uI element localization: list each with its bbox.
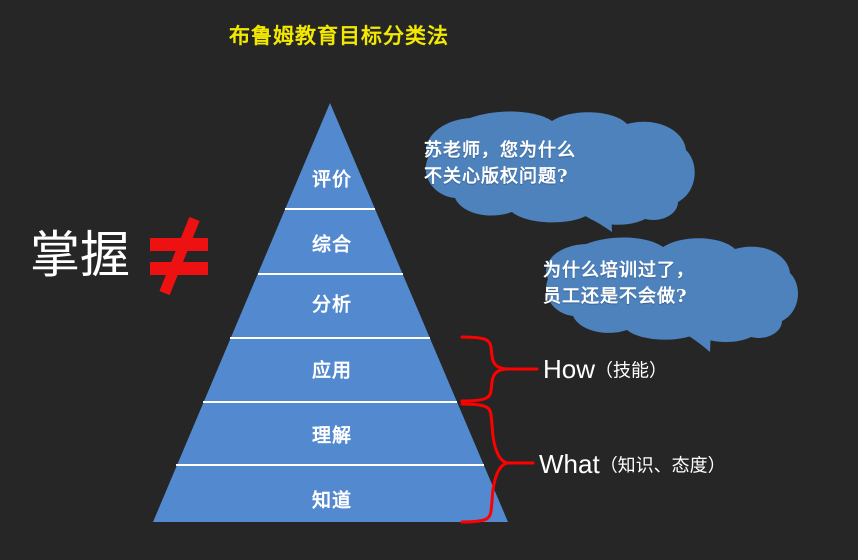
bracket-how	[460, 335, 539, 403]
bracket-label-what-en: What	[539, 449, 600, 479]
speech-bubble-2	[546, 237, 798, 352]
speech-bubble-2-text: 为什么培训过了， 员工还是不会做?	[543, 260, 695, 308]
page-title-text: 布鲁姆教育目标分类法	[229, 24, 449, 48]
bracket-label-what-cn: （知识、态度）	[599, 455, 726, 477]
speech-bubble-2-body	[546, 237, 798, 343]
speech-bubble-1-body	[425, 111, 695, 225]
not-equal-icon	[148, 216, 210, 296]
page-title: 布鲁姆教育目标分类法	[0, 20, 858, 50]
bracket-label-how-cn: （技能）	[595, 360, 668, 382]
speech-bubble-1	[425, 111, 695, 232]
pyramid-shape	[153, 103, 508, 522]
bracket-label-how-en: How	[543, 354, 596, 384]
mastery-group: 掌握	[30, 216, 210, 296]
bracket-label-how: How（技能）	[543, 354, 667, 385]
speech-bubble-1-text: 苏老师，您为什么 不关心版权问题?	[424, 140, 576, 188]
mastery-label: 掌握	[30, 226, 130, 284]
bracket-what	[460, 402, 535, 524]
bracket-label-what: What（知识、态度）	[539, 449, 726, 480]
